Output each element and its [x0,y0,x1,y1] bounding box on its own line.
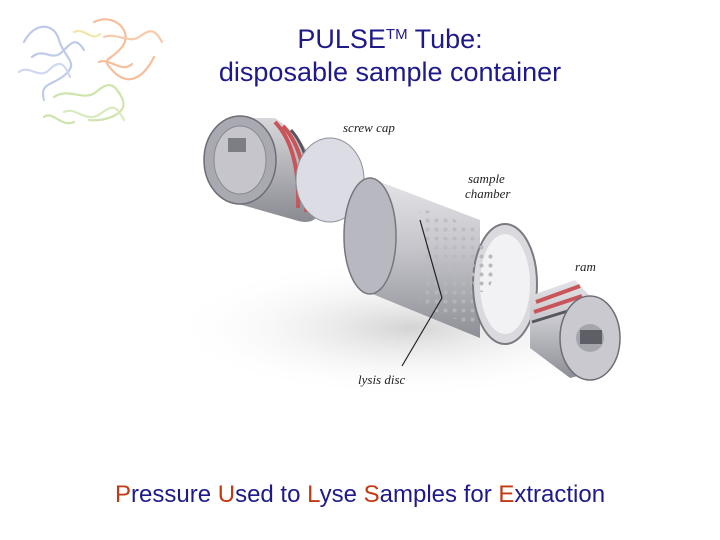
lysis-disc-leader-lower [401,297,443,367]
acronym-tagline: Pressure Used to Lyse Samples for Extrac… [115,481,715,509]
screw-cap-label: screw cap [343,120,395,135]
lysis-disc-leader [419,219,443,299]
title-line-2: disposable sample container [218,57,562,87]
word-pressure: ressure [131,481,212,508]
slide-title: PULSETM Tube: disposable sample containe… [150,18,630,89]
ram-piston [530,280,621,381]
sample-chamber-label-line-2: chamber [465,186,511,201]
tube-exploded-view [180,115,645,398]
lysis-disc-label: lysis disc [358,372,406,387]
sample-chamber [343,177,538,345]
ram-label: ram [575,259,596,274]
word-samples-for: amples for [379,481,492,508]
screw-cap [203,115,365,223]
leader-lines [401,219,443,367]
sample-chamber-label-line-1: sample [468,171,505,186]
word-used-to: sed to [235,481,301,508]
word-extraction: xtraction [514,481,606,508]
acronym-letter-s: S [363,481,380,508]
title-line-1: PULSETM Tube: [150,18,630,56]
acronym-letter-l: L [307,481,320,508]
title-product-name: PULSE [297,24,386,54]
acronym-letter-u: U [217,481,236,508]
trademark-symbol: TM [385,26,408,43]
protein-structure-logo [17,18,164,125]
acronym-letter-p: P [115,481,132,508]
word-lyse: yse [319,481,357,508]
acronym-letter-e: E [498,481,515,508]
title-tube-text: Tube: [407,24,483,54]
